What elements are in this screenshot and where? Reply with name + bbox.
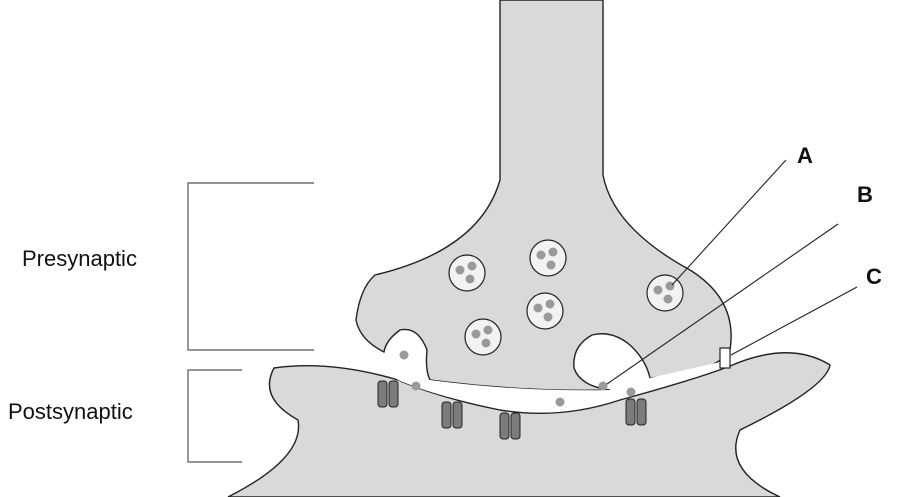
postsynaptic-label: Postsynaptic <box>8 399 133 424</box>
vesicle <box>647 275 683 311</box>
presynaptic-bracket <box>188 183 314 350</box>
leader-c <box>731 287 857 355</box>
vesicle <box>465 319 501 355</box>
vesicle <box>449 255 485 291</box>
leader-a <box>672 160 786 285</box>
label-a: A <box>797 143 813 168</box>
vesicle <box>527 293 563 329</box>
label-c: C <box>866 264 882 289</box>
presynaptic-label: Presynaptic <box>22 246 137 271</box>
postsynaptic-bracket <box>188 370 242 462</box>
presynaptic-terminal <box>356 0 731 390</box>
channel-c <box>720 348 730 368</box>
label-b: B <box>857 182 873 207</box>
vesicle <box>530 240 566 276</box>
